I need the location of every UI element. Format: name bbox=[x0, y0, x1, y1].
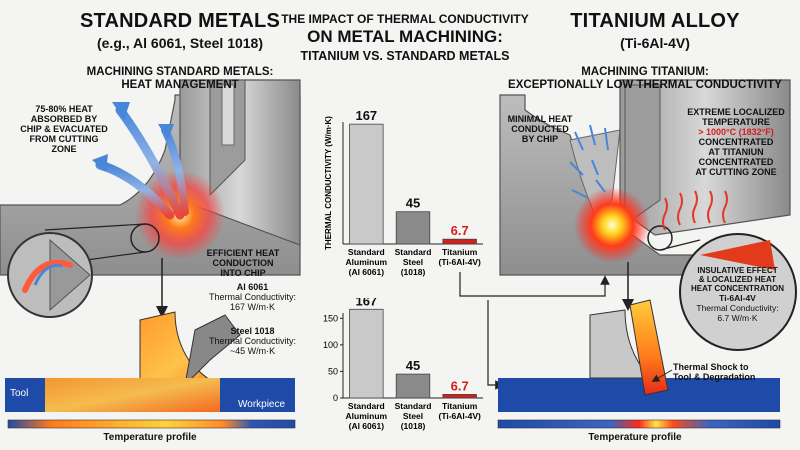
right-temperature-profile-bar bbox=[497, 419, 781, 429]
chart-bar bbox=[349, 123, 384, 245]
chart-category-label: Titanium bbox=[442, 247, 478, 257]
center-title-line1: THE IMPACT OF THERMAL CONDUCTIVITY bbox=[281, 12, 529, 26]
chart-category-label: Aluminum bbox=[346, 257, 388, 267]
left-workpiece-label: Workpiece bbox=[238, 399, 286, 410]
chart-y-tick-label: 100 bbox=[323, 340, 338, 350]
chart-bar bbox=[395, 373, 431, 399]
right-heat-waves bbox=[662, 190, 728, 231]
right-bottom-tool bbox=[629, 299, 669, 396]
left-temperature-profile-bar bbox=[7, 419, 296, 429]
left-title: STANDARD METALS bbox=[79, 10, 281, 32]
chart-y-tick-label: 150 bbox=[323, 313, 338, 323]
chart-bar bbox=[349, 308, 384, 399]
chart-bar bbox=[442, 394, 477, 399]
chart-value-label: 45 bbox=[406, 358, 420, 373]
right-title: TITANIUM ALLOY bbox=[570, 10, 740, 32]
chart-category-label: Standard bbox=[348, 401, 385, 411]
right-minimal-heat-arrows bbox=[569, 124, 609, 199]
right-heading-1: MACHINING TITANIUM: bbox=[581, 66, 709, 78]
right-thermal-shock-note: Thermal Shock to Tool & Degradation bbox=[673, 362, 756, 382]
chart-top: THERMAL CONDUCTIVITY (W/m·K)167StandardA… bbox=[324, 108, 483, 277]
left-tool-shank bbox=[221, 84, 235, 146]
chart-bar bbox=[442, 238, 477, 245]
chart-y-label: THERMAL CONDUCTIVITY (W/m·K) bbox=[324, 116, 333, 250]
left-heat-arrow-2 bbox=[95, 160, 175, 220]
chart-category-label: Titanium bbox=[442, 401, 478, 411]
right-heat-zone bbox=[574, 187, 650, 263]
chart-category-label: (Ti-6Al-4V) bbox=[438, 411, 481, 421]
left-bottom-tool bbox=[184, 314, 241, 387]
chart-category-label: (1018) bbox=[401, 421, 426, 431]
left-al-info: Al 6061 Thermal Conductivity: 167 W/m·K bbox=[208, 282, 297, 312]
chart-category-label: Steel bbox=[403, 411, 423, 421]
chart-value-label: 45 bbox=[406, 196, 420, 211]
chart-category-label: Standard bbox=[395, 401, 432, 411]
left-heat-arrow-1 bbox=[115, 105, 185, 220]
right-bottom-workpiece bbox=[498, 378, 780, 412]
chart-category-label: (Al 6061) bbox=[349, 267, 385, 277]
right-extreme-note: EXTREME LOCALIZED TEMPERATURE > 1000°C (… bbox=[687, 107, 785, 177]
left-heading-2: HEAT MANAGEMENT bbox=[121, 79, 239, 91]
chart-category-label: (1018) bbox=[401, 267, 426, 277]
left-temp-profile-label: Temperature profile bbox=[103, 432, 197, 443]
center-title-line3: TITANIUM VS. STANDARD METALS bbox=[300, 49, 510, 63]
right-subtitle: (Ti-6Al-4V) bbox=[620, 35, 690, 51]
chart-value-label: 6.7 bbox=[451, 223, 469, 238]
right-temp-profile-label: Temperature profile bbox=[588, 432, 682, 443]
chart-category-label: Standard bbox=[348, 247, 385, 257]
right-minimal-note: MINIMAL HEAT CONDUCTED BY CHIP bbox=[507, 114, 573, 144]
chart-category-label: (Al 6061) bbox=[349, 421, 385, 431]
left-tool-label: Tool bbox=[10, 388, 29, 399]
right-heading-2: EXCEPTIONALLY LOW THERMAL CONDUCTIVITY bbox=[508, 79, 782, 91]
left-heat-note: 75-80% HEAT ABSORBED BY CHIP & EVACUATED… bbox=[20, 104, 108, 154]
chart-value-label: 167 bbox=[355, 108, 377, 123]
left-steel-info: Steel 1018 Thermal Conductivity: ~45 W/m… bbox=[208, 326, 297, 356]
center-connector bbox=[459, 272, 610, 297]
chart-category-label: Aluminum bbox=[346, 411, 388, 421]
left-subtitle: (e.g., Al 6061, Steel 1018) bbox=[96, 35, 263, 51]
chart-value-label: 6.7 bbox=[451, 378, 469, 393]
center-title-line2: ON METAL MACHINING: bbox=[307, 27, 503, 46]
chart-category-label: Steel bbox=[403, 257, 423, 267]
right-tool-insert bbox=[624, 84, 661, 226]
right-insulative-note: INSULATIVE EFFECT & LOCALIZED HEAT HEAT … bbox=[690, 266, 785, 323]
left-efficient-note: EFFICIENT HEAT CONDUCTION INTO CHIP bbox=[206, 248, 280, 278]
left-heading-1: MACHINING STANDARD METALS: bbox=[86, 66, 274, 78]
chart-bar bbox=[395, 211, 431, 245]
chart-category-label: Standard bbox=[395, 247, 432, 257]
chart-value-label: 167 bbox=[355, 298, 377, 308]
chart-y-tick-label: 0 bbox=[333, 393, 338, 403]
chart-category-label: (Ti-6Al-4V) bbox=[438, 257, 481, 267]
chart-y-tick-label: 50 bbox=[328, 366, 338, 376]
